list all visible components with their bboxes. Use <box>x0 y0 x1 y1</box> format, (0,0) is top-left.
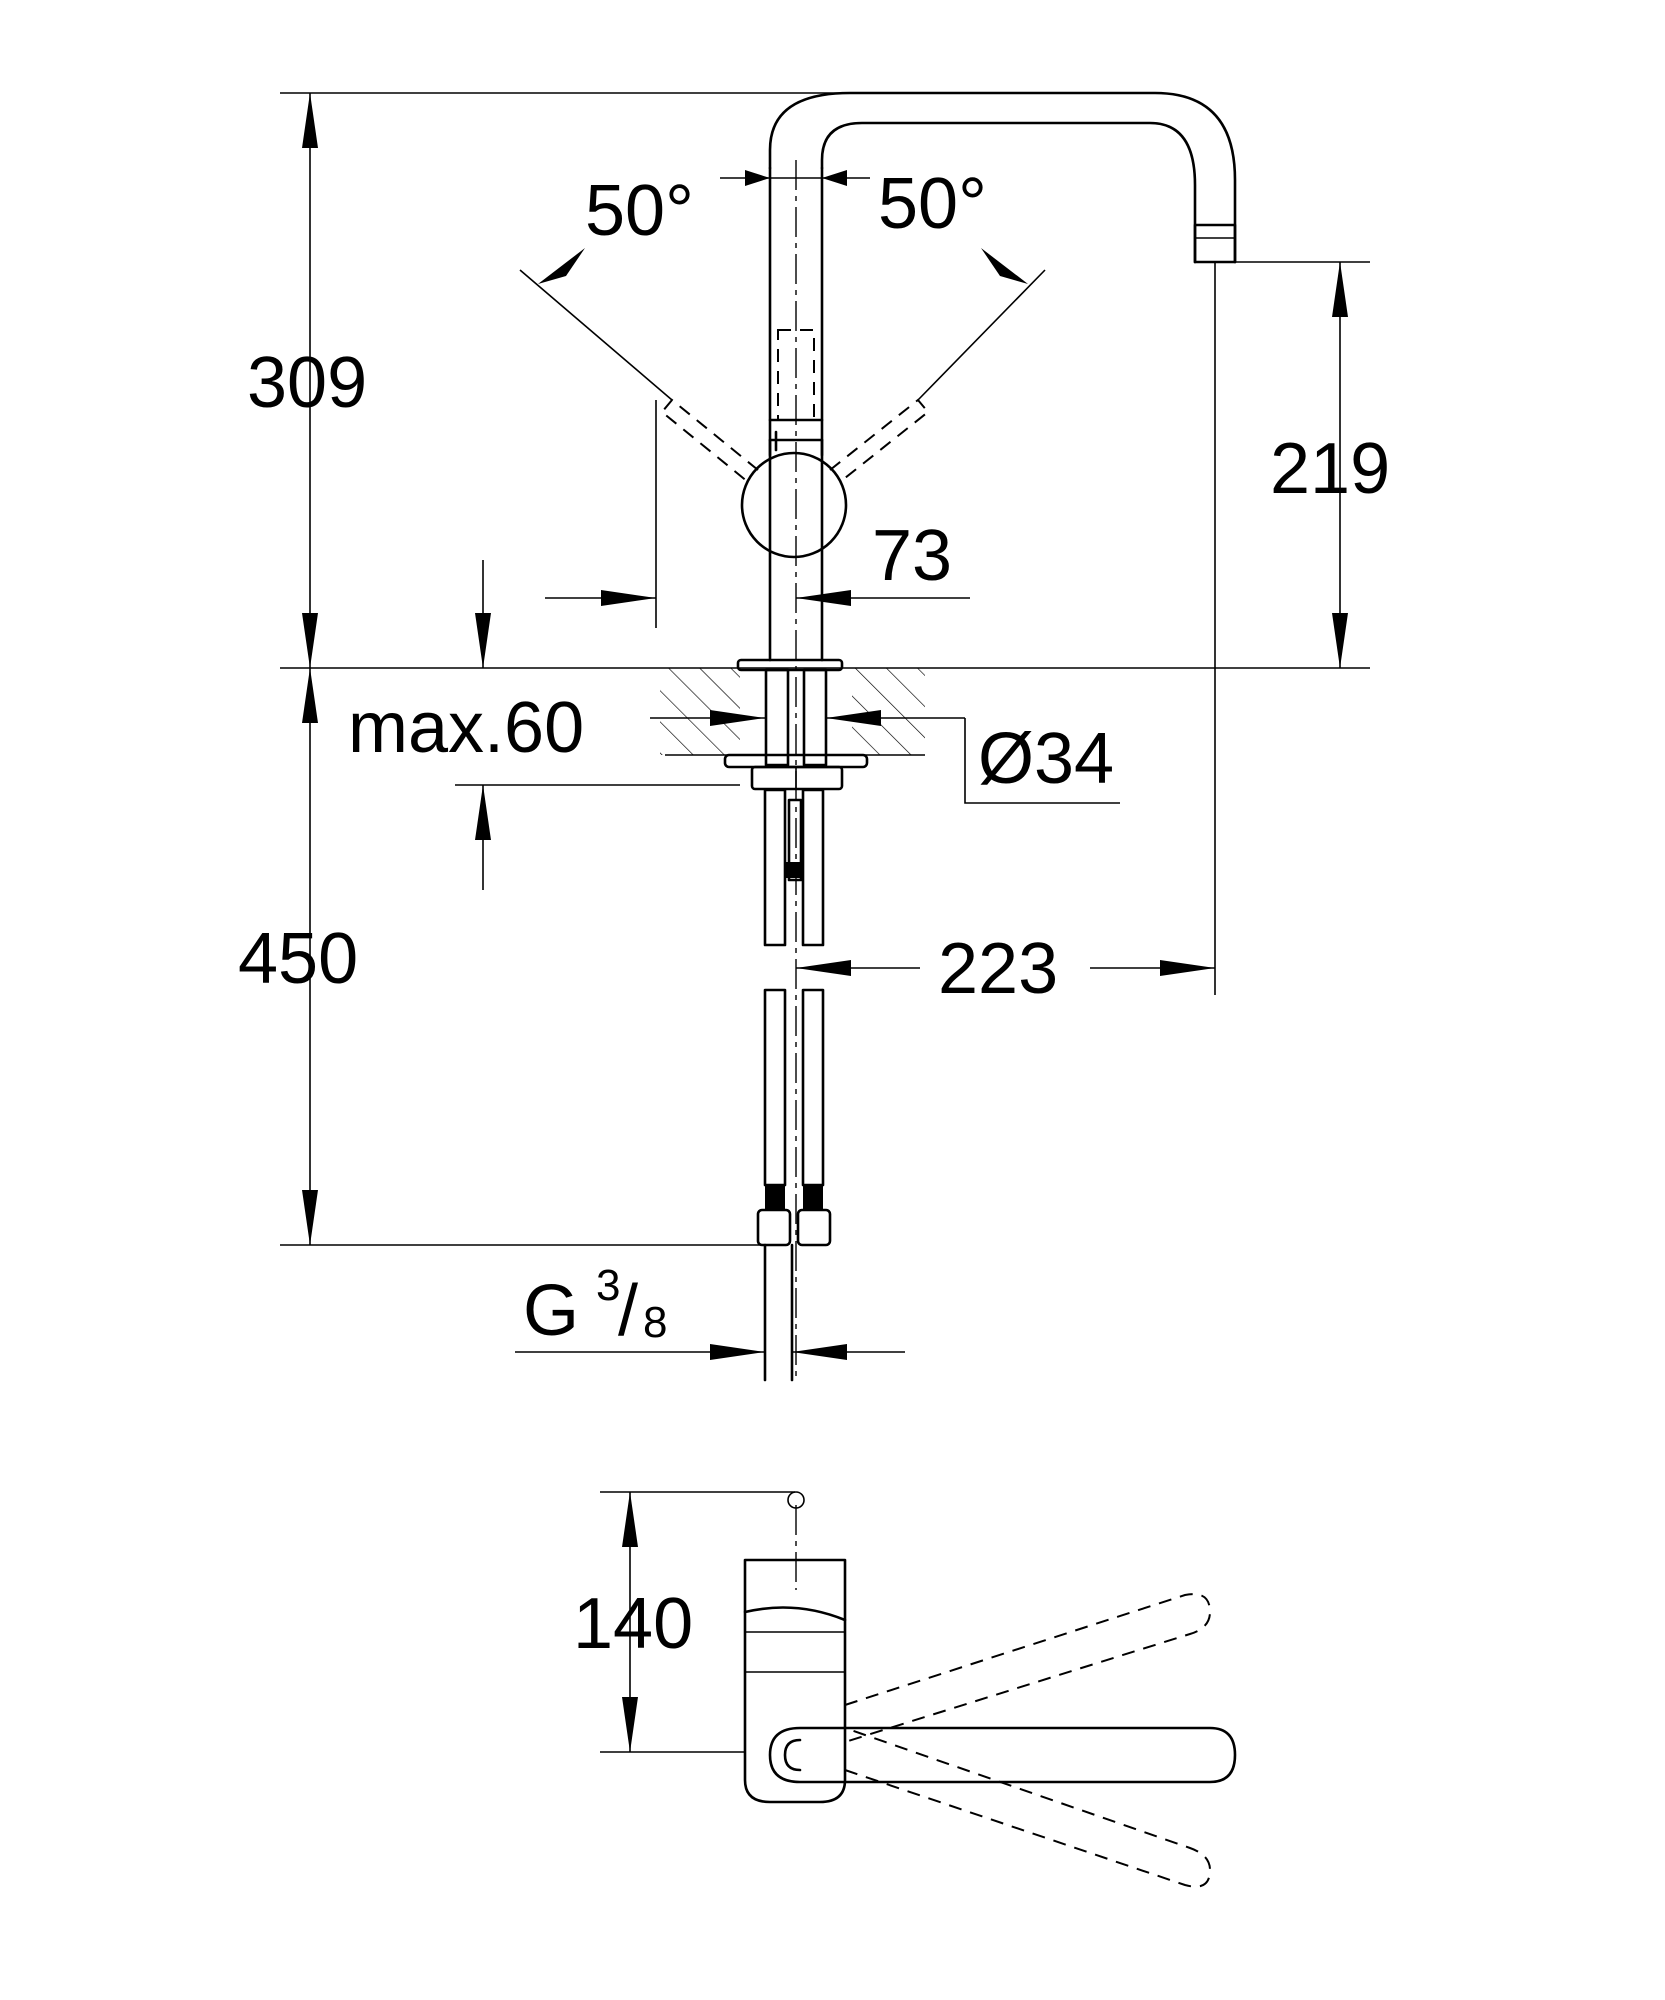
spout-inner <box>820 121 1197 264</box>
lever-swing-left <box>660 398 759 483</box>
dim-max60-arrow-top <box>475 613 491 668</box>
hose-left-lower <box>763 988 787 1187</box>
mount-nut <box>750 765 844 791</box>
dim-d34-leader <box>964 718 1120 804</box>
angle-arrow-left <box>538 248 585 284</box>
handle-knob <box>740 451 848 559</box>
dim-219-arrow-top <box>1332 262 1348 317</box>
angle-ref-arrow-l <box>745 170 770 186</box>
dim-219-arrow-bottom <box>1332 613 1348 668</box>
dim-223-arrow-left <box>796 960 851 976</box>
top-view: 140 <box>573 1491 1237 1888</box>
dim-d34-arrow-left <box>710 710 765 726</box>
dim-450-arrow-bottom <box>302 1190 318 1245</box>
dim-309-label: 309 <box>247 343 367 423</box>
deck-section-left <box>660 668 740 755</box>
top-view-body-detail <box>743 1606 847 1622</box>
mount-stud <box>787 798 803 882</box>
hose-right-upper <box>801 788 825 947</box>
dim-thread-arrow-right <box>792 1344 847 1360</box>
thread-label-g: G <box>523 1271 579 1351</box>
hose-crimp-left <box>765 1185 785 1210</box>
dim-73-arrow-left <box>601 590 656 606</box>
dim-309-arrow-bottom <box>302 613 318 668</box>
angle-right-label: 50° <box>878 164 987 244</box>
dim-140-arrow-bottom <box>622 1697 638 1752</box>
dim-309-arrow-top <box>302 93 318 148</box>
dim-max60-arrow-bottom <box>475 785 491 840</box>
base-flange <box>736 658 844 672</box>
thread-label-den: 8 <box>643 1298 667 1347</box>
angle-leader-left <box>519 269 673 401</box>
hose-fitting-left <box>756 1208 792 1247</box>
dim-140-label: 140 <box>573 1584 693 1664</box>
dim-thread-arrow-left <box>710 1344 765 1360</box>
aerator <box>1193 223 1237 264</box>
hose-fitting-right <box>796 1208 832 1247</box>
lever-swing-right <box>829 398 930 483</box>
dim-223-label: 223 <box>938 929 1058 1009</box>
hose-left-upper <box>763 788 787 947</box>
angle-arrow-right <box>981 248 1028 284</box>
hose-crimp-right <box>803 1185 823 1210</box>
dim-73-arrow-right <box>796 590 851 606</box>
dim-450-label: 450 <box>238 919 358 999</box>
angle-left-label: 50° <box>585 171 694 251</box>
shank-left <box>764 668 790 767</box>
dim-d34-arrow-right <box>826 710 881 726</box>
stud-nut <box>786 862 804 878</box>
dim-73-label: 73 <box>872 516 952 596</box>
top-view-lever <box>768 1726 1237 1784</box>
top-view-lever-swing-up <box>844 1593 1212 1743</box>
hose-right-lower <box>801 988 825 1187</box>
deck-section-right <box>852 668 925 755</box>
dim-219-label: 219 <box>1270 429 1390 509</box>
spout-outer <box>768 91 1237 264</box>
dim-223-arrow-right <box>1160 960 1215 976</box>
thread-label-num: 3 <box>596 1261 620 1310</box>
side-view: 309 450 max.60 73 Ø34 219 <box>238 91 1390 1382</box>
thread-label-slash: / <box>618 1271 638 1351</box>
angle-ref-arrow-r <box>822 170 847 186</box>
dim-140-arrow-top <box>622 1492 638 1547</box>
dim-max60-label: max.60 <box>348 688 584 768</box>
dim-450-arrow-top <box>302 668 318 723</box>
shank-right <box>802 668 828 767</box>
dim-d34-label: Ø34 <box>978 719 1114 799</box>
top-view-lever-inner <box>783 1738 802 1772</box>
top-view-body <box>743 1558 847 1804</box>
top-view-lever-swing-down <box>844 1727 1212 1888</box>
angle-leader-right <box>917 269 1046 401</box>
